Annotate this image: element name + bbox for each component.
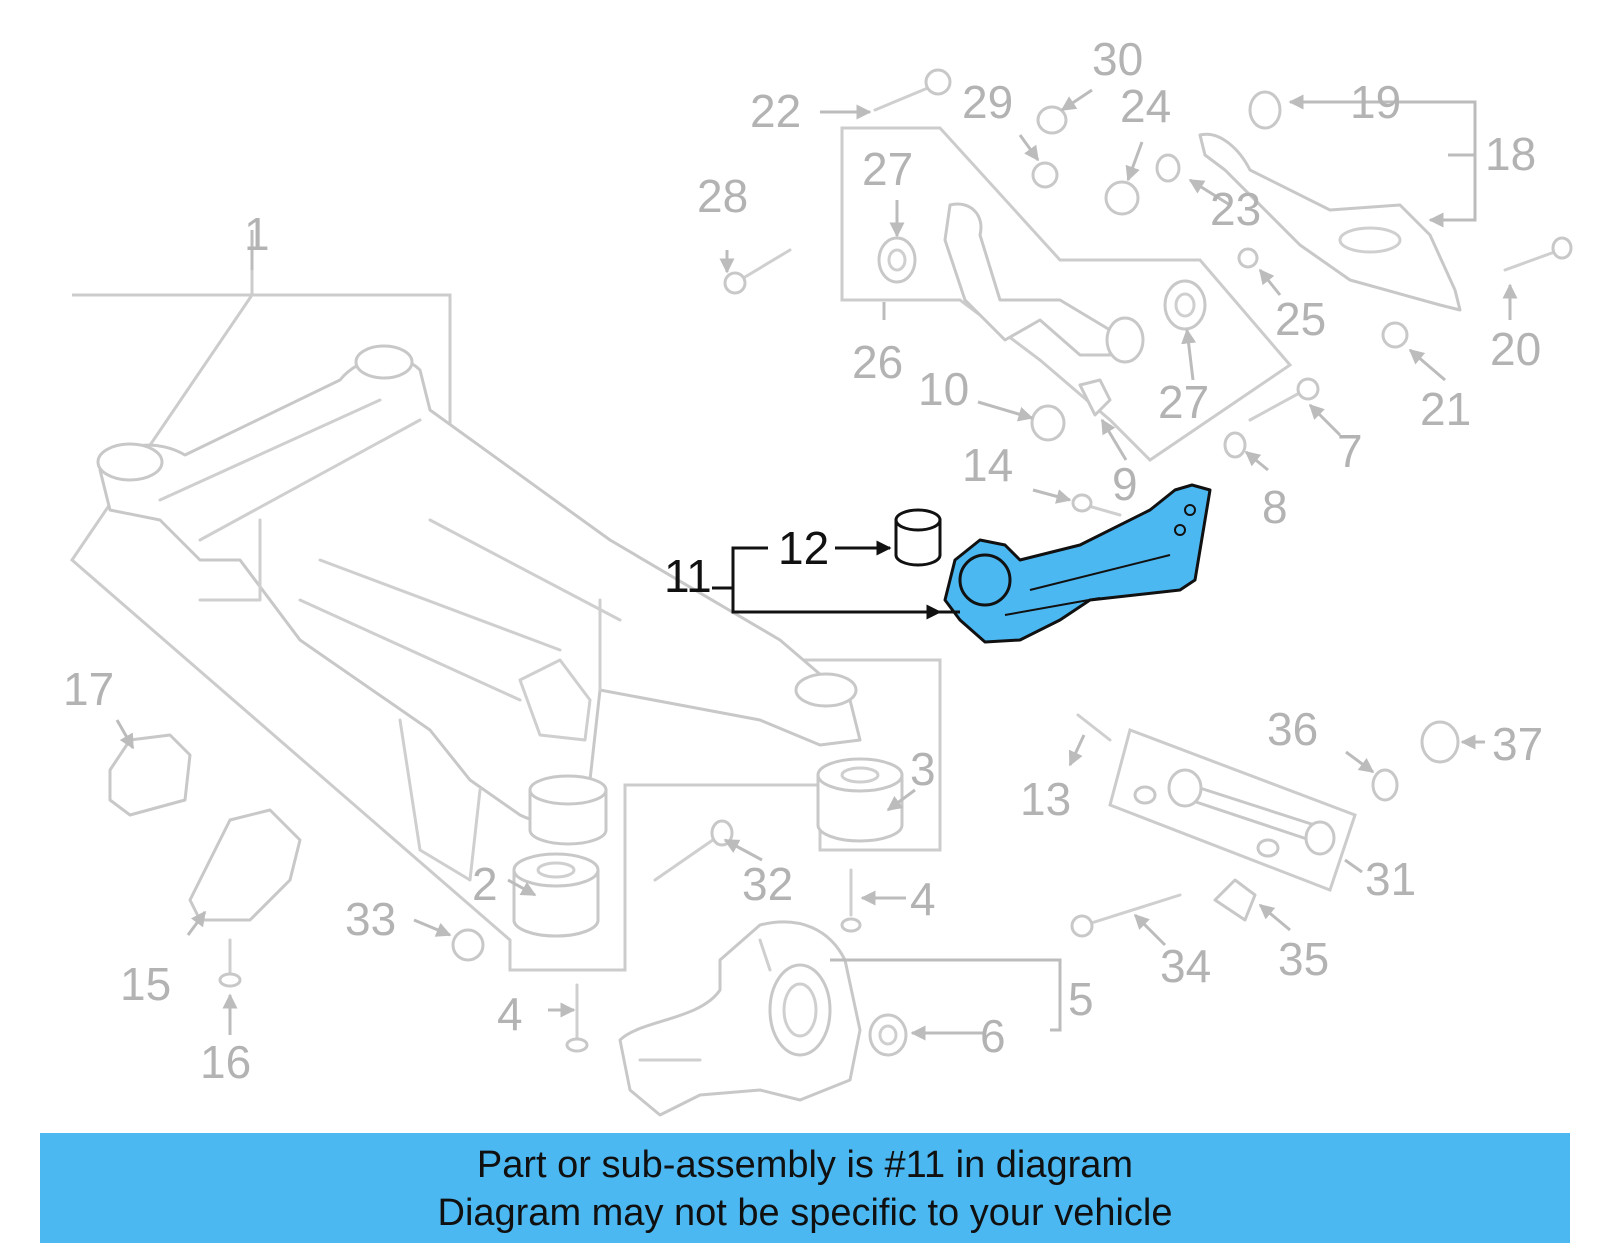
callout-8: 8 [1262, 481, 1288, 533]
callout-37: 37 [1492, 718, 1543, 770]
bushing-6 [868, 1013, 908, 1057]
bolt-7 [1248, 377, 1320, 422]
callout-29: 29 [962, 76, 1013, 128]
callout-7: 7 [1337, 425, 1363, 477]
bushing-27-right [1163, 279, 1207, 331]
callout-11: 11 [664, 550, 712, 602]
callout-24: 24 [1120, 80, 1171, 132]
callout-16: 16 [200, 1036, 251, 1088]
callout-23: 23 [1210, 183, 1261, 235]
mount-17 [108, 733, 192, 817]
upper-arm-group-box [840, 126, 1293, 462]
callout-10: 10 [918, 363, 969, 415]
upper-control-arm [943, 202, 1145, 364]
plate-9 [1078, 378, 1112, 417]
callout-22: 22 [750, 85, 801, 137]
callout-labels: 1 2 3 4 4 5 6 7 8 9 10 11 12 13 14 15 16… [63, 33, 1543, 1088]
bushing-12 [894, 508, 942, 567]
callout-26: 26 [852, 336, 903, 388]
cap-37 [1420, 720, 1460, 764]
callout-9: 9 [1112, 458, 1138, 510]
bolt-32 [653, 819, 734, 882]
bushing-3 [816, 757, 904, 843]
bolt-4-lower [565, 983, 589, 1053]
info-banner: Part or sub-assembly is #11 in diagram D… [40, 1133, 1570, 1243]
callout-6: 6 [980, 1010, 1006, 1062]
callout-21: 21 [1420, 383, 1471, 435]
bushing-subframe-lower [528, 774, 608, 846]
callout-35: 35 [1278, 933, 1329, 985]
washer-8 [1223, 431, 1247, 459]
clip-25 [1237, 247, 1259, 269]
washer-36 [1371, 768, 1399, 802]
bolt-16 [218, 938, 242, 988]
callout-27-left: 27 [862, 143, 913, 195]
washer-35 [1213, 878, 1257, 922]
callout-13: 13 [1020, 773, 1071, 825]
nut-33 [451, 928, 485, 962]
bracket-15 [188, 808, 302, 922]
bolt-13 [1076, 713, 1112, 742]
bushing-19 [1248, 90, 1282, 130]
nut-21 [1381, 321, 1409, 349]
callout-20: 20 [1490, 323, 1541, 375]
callout-19: 19 [1350, 76, 1401, 128]
callout-1: 1 [244, 208, 270, 260]
callout-4-lower: 4 [497, 988, 523, 1040]
callout-14: 14 [962, 439, 1013, 491]
bolt-34 [1070, 893, 1182, 938]
lower-control-arm [1198, 132, 1462, 312]
callout-25: 25 [1275, 293, 1326, 345]
callout-27-right: 27 [1158, 376, 1209, 428]
nut-10 [1030, 404, 1066, 442]
bolt-22 [873, 68, 952, 112]
callout-5: 5 [1068, 973, 1094, 1025]
callout-2: 2 [472, 858, 498, 910]
nut-24 [1104, 180, 1140, 216]
callout-17: 17 [63, 663, 114, 715]
callout-34: 34 [1160, 940, 1211, 992]
bolt-20 [1503, 236, 1573, 272]
lateral-link [1133, 768, 1336, 858]
callout-12: 12 [778, 522, 829, 574]
callout-18: 18 [1485, 128, 1536, 180]
callout-33: 33 [345, 893, 396, 945]
nut-30 [1036, 105, 1068, 135]
callout-28: 28 [697, 170, 748, 222]
callout-36: 36 [1267, 703, 1318, 755]
callout-4-upper: 4 [910, 873, 936, 925]
callout-3: 3 [910, 743, 936, 795]
callout-32: 32 [742, 858, 793, 910]
trailing-arm-11 [943, 483, 1212, 644]
bolt-14 [1071, 493, 1122, 517]
washer-23 [1155, 153, 1181, 183]
banner-line-2: Diagram may not be specific to your vehi… [437, 1192, 1173, 1234]
knuckle [618, 920, 862, 1117]
bushing-27-left [877, 236, 917, 284]
callout-30: 30 [1092, 33, 1143, 85]
bolt-28 [723, 248, 792, 295]
bolt-4-upper [840, 868, 862, 933]
rear-subframe [96, 344, 862, 882]
leader-lines [115, 88, 1518, 1041]
link-group-box [1108, 728, 1357, 892]
washer-29 [1031, 161, 1059, 189]
callout-31: 31 [1365, 853, 1416, 905]
banner-line-1: Part or sub-assembly is #11 in diagram [476, 1144, 1134, 1186]
bushing-2 [512, 852, 600, 938]
callout-15: 15 [120, 958, 171, 1010]
